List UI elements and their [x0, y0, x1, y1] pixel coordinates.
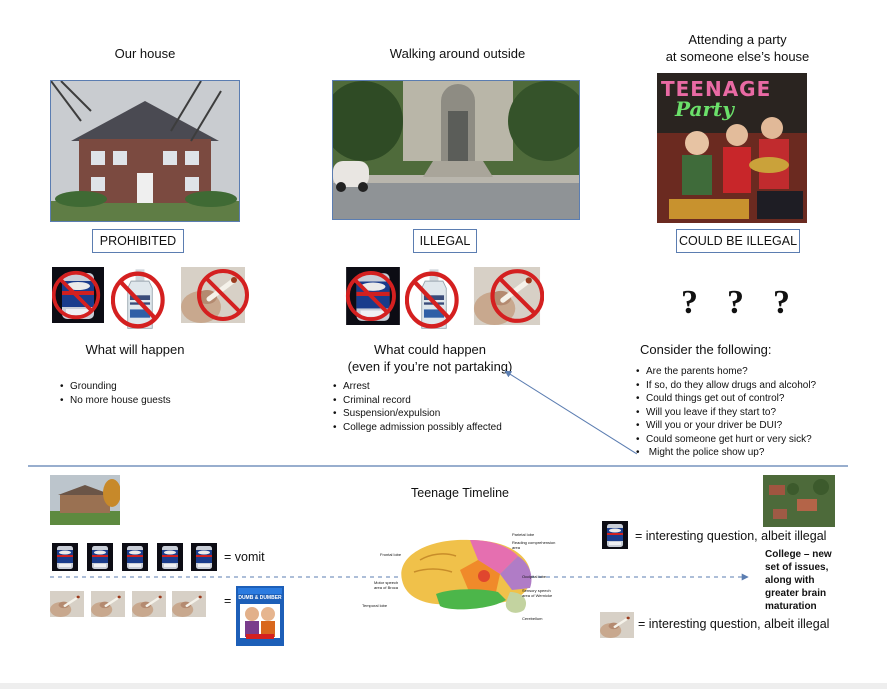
walking-outside-heading: Walking around outside — [389, 46, 526, 61]
our-house-heading: Our house — [114, 46, 176, 61]
question-mark-1: ? — [681, 284, 698, 321]
could-be-illegal-label: COULD BE ILLEGAL — [676, 229, 800, 253]
college-note-line: College – new — [765, 549, 832, 560]
list-item: Could things get out of control? — [636, 392, 876, 406]
list-item: No more house guests — [60, 394, 220, 408]
school-photo — [50, 475, 121, 525]
consider-title: Consider the following: — [640, 342, 772, 357]
not-partaking-subtitle: (even if you’re not partaking) — [347, 359, 513, 374]
college-note-line: maturation — [765, 601, 817, 612]
consider-list: Are the parents home? If so, do they all… — [636, 365, 876, 460]
joint-question-label: = interesting question, albeit illegal — [638, 617, 830, 631]
list-item: If so, do they allow drugs and alcohol? — [636, 379, 876, 393]
list-item: Arrest — [333, 380, 543, 394]
question-mark-2: ? — [727, 284, 744, 321]
brain-diagram: Frontal lobe Motor speech area of Broca … — [360, 530, 560, 622]
brain-label-sensory: Sensory speech area of Wernicke — [522, 588, 553, 598]
list-item: Grounding — [60, 380, 220, 394]
legend-can-icon — [601, 521, 629, 549]
equals-sign: = — [224, 594, 232, 608]
list-item: Will you or your driver be DUI? — [636, 419, 876, 433]
dvd-title: DUMB & DUMBER — [238, 595, 282, 601]
college-note-line: set of issues, — [765, 562, 829, 573]
brain-label-cerebellum: Cerebellum — [522, 616, 543, 621]
college-campus-photo — [763, 475, 835, 527]
street-photo — [332, 80, 580, 220]
brain-label-occipital: Occipital lobe — [522, 574, 547, 579]
timeline-can-icon — [51, 543, 79, 571]
arrow-to-could-happen — [504, 370, 638, 455]
timeline-can-icon — [86, 543, 114, 571]
college-note-line: along with — [765, 575, 815, 586]
college-note: College – new set of issues, along with … — [765, 548, 845, 613]
what-could-happen-title: What could happen — [373, 342, 487, 357]
list-item: College admission possibly affected — [333, 421, 543, 435]
list-item: Might the police show up? — [636, 446, 876, 460]
brain-label-temporal: Temporal lobe — [362, 603, 388, 608]
list-item: Could someone get hurt or very sick? — [636, 433, 876, 447]
list-item: Criminal record — [333, 394, 543, 408]
vomit-label: = vomit — [224, 550, 265, 564]
timeline-can-icon — [121, 543, 149, 571]
brain-label-parietal: Parietal lobe — [512, 532, 535, 537]
brain-label-frontal: Frontal lobe — [380, 552, 402, 557]
what-will-happen-list: Grounding No more house guests — [60, 380, 220, 407]
what-will-happen-title: What will happen — [85, 342, 185, 357]
what-could-happen-list: Arrest Criminal record Suspension/expuls… — [333, 380, 543, 434]
timeline-joint-icon — [172, 591, 206, 617]
brain-label-reading: Reading comprehension area — [512, 540, 556, 550]
illegal-label: ILLEGAL — [413, 229, 477, 253]
brain-label-motor: Motor speech area of Broca — [374, 580, 399, 590]
prohibited-label: PROHIBITED — [92, 229, 184, 253]
timeline-can-icon — [156, 543, 184, 571]
legend-joint-icon — [600, 612, 634, 638]
college-note-line: greater brain — [765, 588, 827, 599]
album-title-line2: Party — [675, 97, 734, 121]
party-heading-line1: Attending a party — [688, 32, 787, 47]
list-item: Will you leave if they start to? — [636, 406, 876, 420]
can-question-label: = interesting question, albeit illegal — [635, 529, 827, 543]
list-item: Are the parents home? — [636, 365, 876, 379]
house-photo — [50, 80, 240, 222]
list-item: Suspension/expulsion — [333, 407, 543, 421]
timeline-joint-icon — [132, 591, 166, 617]
timeline-joint-icon — [91, 591, 125, 617]
dumb-and-dumber-dvd-cover: DUMB & DUMBER — [236, 586, 284, 646]
question-mark-3: ? — [773, 284, 790, 321]
album-title-line1: TEENAGE — [661, 77, 772, 101]
timeline-joint-icon — [50, 591, 84, 617]
timeline-title: Teenage Timeline — [411, 486, 509, 500]
timeline-can-icon — [190, 543, 218, 571]
party-heading-line2: at someone else’s house — [665, 49, 810, 64]
teenage-party-album-cover: TEENAGE Party — [657, 73, 807, 223]
bottom-bar — [0, 683, 887, 689]
